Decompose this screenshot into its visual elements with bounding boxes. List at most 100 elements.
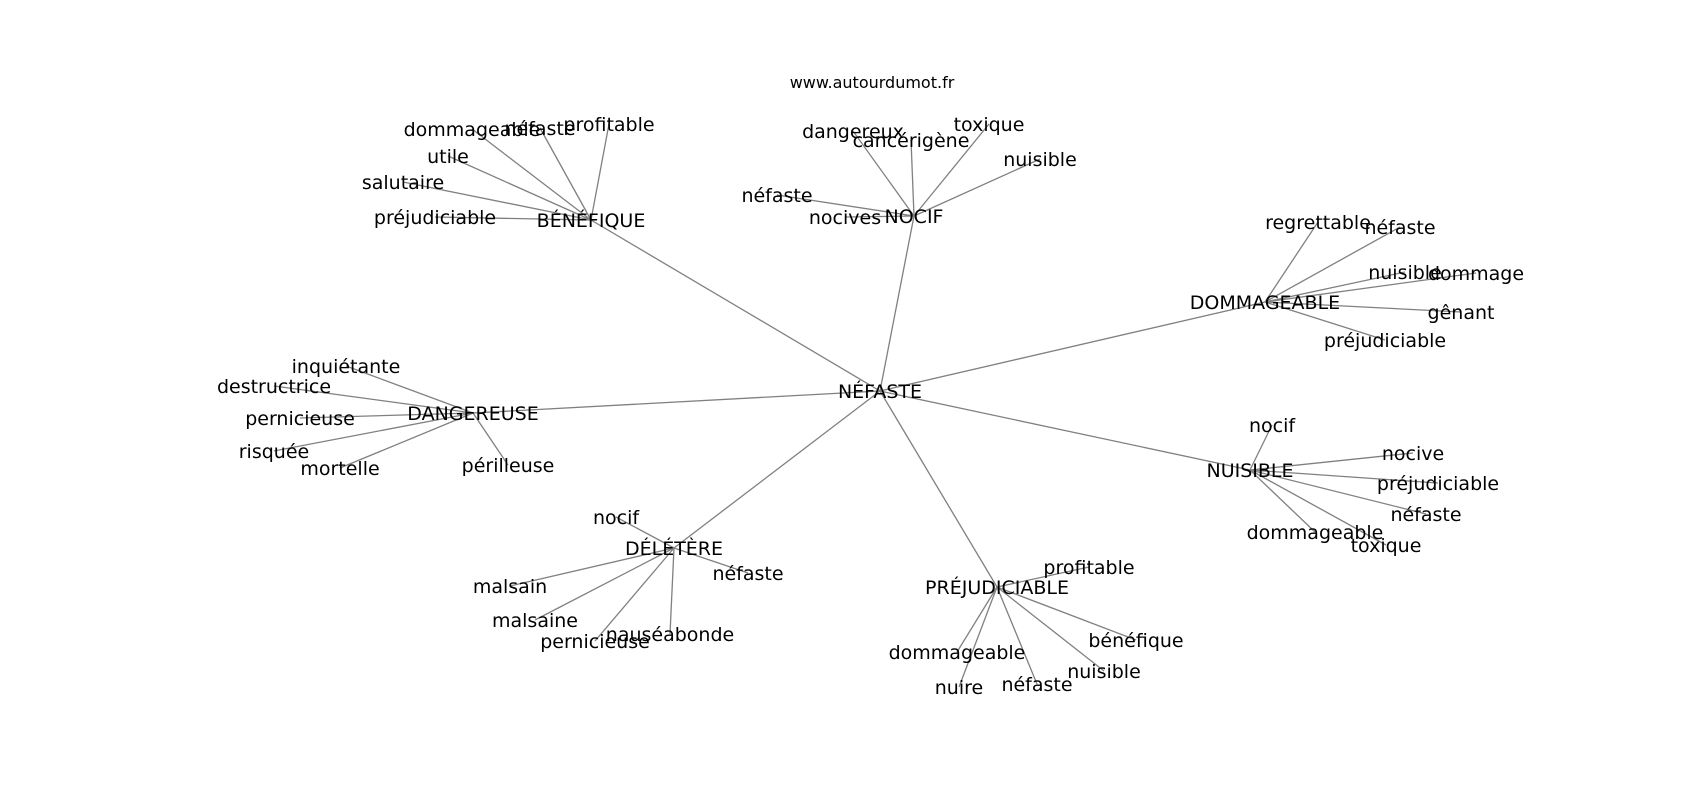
leaf-node-label: néfaste: [504, 118, 575, 140]
group-node-label: BÉNÉFIQUE: [537, 209, 646, 232]
leaf-node-label: nocive: [1382, 443, 1444, 465]
edge-center-to-group: [879, 215, 915, 392]
edge-group-to-leaf: [447, 155, 592, 221]
leaf-node-label: inquiétante: [292, 356, 401, 378]
group-node-label: NUISIBLE: [1206, 460, 1293, 482]
leaf-node-label: nauséabonde: [606, 624, 734, 646]
edge-group-to-leaf: [673, 547, 749, 574]
leaf-node-label: nuisible: [1368, 262, 1442, 284]
leaf-node-label: profitable: [1043, 557, 1134, 579]
edge-group-to-leaf: [1249, 424, 1273, 471]
edge-group-to-leaf: [434, 216, 592, 221]
group-node-label: DOMMAGEABLE: [1190, 292, 1340, 314]
edge-group-to-leaf: [956, 586, 998, 653]
group-node-label: DANGEREUSE: [407, 403, 538, 425]
leaf-node-label: préjudiciable: [374, 207, 496, 229]
leaf-node-label: nocif: [593, 507, 640, 529]
leaf-node-label: néfaste: [1001, 674, 1072, 696]
group-node-label: DÉLÉTÈRE: [625, 537, 723, 560]
edge-center-to-group: [673, 390, 881, 549]
edge-group-to-leaf: [958, 586, 998, 688]
edge-center-to-group: [472, 390, 881, 414]
edge-group-to-leaf: [1264, 271, 1406, 303]
edge-group-to-leaf: [472, 412, 509, 466]
leaf-node-label: périlleuse: [462, 455, 555, 477]
leaf-node-label: néfaste: [741, 185, 812, 207]
leaf-node-label: néfaste: [712, 563, 783, 585]
edge-group-to-leaf: [345, 365, 474, 414]
edge-group-to-leaf: [1264, 221, 1319, 303]
leaf-node-label: nuire: [935, 677, 983, 699]
center-node-label: NÉFASTE: [838, 380, 922, 403]
labels-layer: www.autourdumot.fr NÉFASTE BÉNÉFIQUE domma…: [217, 73, 1524, 699]
edge-group-to-leaf: [1264, 301, 1386, 341]
edge-group-to-leaf: [996, 586, 1038, 685]
edge-group-to-leaf: [273, 385, 474, 414]
edge-group-to-leaf: [1264, 272, 1477, 303]
leaf-node-label: mortelle: [300, 458, 379, 480]
edge-group-to-leaf: [590, 123, 610, 221]
leaf-node-label: nuisible: [1067, 661, 1141, 683]
leaf-node-label: gênant: [1428, 302, 1495, 324]
edge-group-to-leaf: [471, 128, 592, 221]
leaf-node-label: regrettable: [1265, 212, 1371, 234]
leaf-node-label: bénéfique: [1088, 630, 1183, 652]
leaf-node-label: préjudiciable: [1377, 473, 1499, 495]
group-node-label: NOCIF: [885, 206, 944, 228]
edge-group-to-leaf: [1249, 452, 1414, 471]
edge-group-to-leaf: [913, 158, 1041, 217]
edge-group-to-leaf: [852, 130, 915, 217]
leaf-node-label: utile: [427, 146, 469, 168]
edge-center-to-group: [879, 390, 1251, 471]
edge-group-to-leaf: [996, 586, 1137, 641]
edge-group-to-leaf: [594, 547, 675, 642]
edges-layer: [273, 123, 1477, 688]
edge-center-to-group: [590, 219, 881, 392]
edge-group-to-leaf: [1249, 469, 1316, 533]
leaf-node-label: malsain: [473, 576, 547, 598]
leaf-node-label: pernicieuse: [245, 408, 355, 430]
leaf-node-label: malsaine: [492, 610, 578, 632]
source-url: www.autourdumot.fr: [790, 73, 955, 92]
leaf-node-label: destructrice: [217, 376, 331, 398]
edge-group-to-leaf: [539, 127, 592, 221]
edge-group-to-leaf: [534, 547, 675, 621]
edge-group-to-leaf: [402, 181, 592, 221]
group-node-label: PRÉJUDICIABLE: [925, 576, 1069, 599]
edge-group-to-leaf: [844, 215, 915, 218]
edge-group-to-leaf: [1264, 301, 1462, 313]
edge-group-to-leaf: [913, 123, 990, 217]
leaf-node-label: préjudiciable: [1324, 330, 1446, 352]
edge-group-to-leaf: [669, 547, 675, 635]
edge-group-to-leaf: [910, 139, 915, 217]
leaf-node-label: dommageable: [889, 642, 1026, 664]
edge-group-to-leaf: [299, 412, 474, 419]
leaf-node-label: profitable: [563, 114, 654, 136]
leaf-node-label: néfaste: [1364, 217, 1435, 239]
leaf-node-label: dommageable: [404, 119, 541, 141]
leaf-node-label: nocives: [809, 207, 881, 229]
leaf-node-label: néfaste: [1390, 504, 1461, 526]
edge-group-to-leaf: [1264, 226, 1401, 303]
edge-group-to-leaf: [509, 547, 675, 587]
edge-group-to-leaf: [1249, 469, 1387, 546]
edge-group-to-leaf: [339, 412, 474, 469]
leaf-node-label: risquée: [239, 441, 309, 463]
leaf-node-label: dangereux: [802, 121, 904, 143]
leaf-node-label: cancérigène: [853, 130, 970, 152]
edge-center-to-group: [879, 301, 1266, 392]
edge-group-to-leaf: [996, 586, 1105, 672]
edge-group-to-leaf: [1249, 469, 1439, 484]
edge-group-to-leaf: [273, 412, 474, 452]
leaf-node-label: nuisible: [1003, 149, 1077, 171]
edge-group-to-leaf: [615, 516, 675, 549]
leaf-node-label: dommage: [1428, 263, 1524, 285]
leaf-node-label: nocif: [1249, 415, 1296, 437]
edge-group-to-leaf: [1249, 469, 1427, 515]
edge-group-to-leaf: [776, 194, 915, 217]
edge-group-to-leaf: [996, 566, 1090, 588]
leaf-node-label: toxique: [954, 114, 1025, 136]
leaf-node-label: salutaire: [362, 172, 444, 194]
edge-center-to-group: [879, 390, 998, 588]
